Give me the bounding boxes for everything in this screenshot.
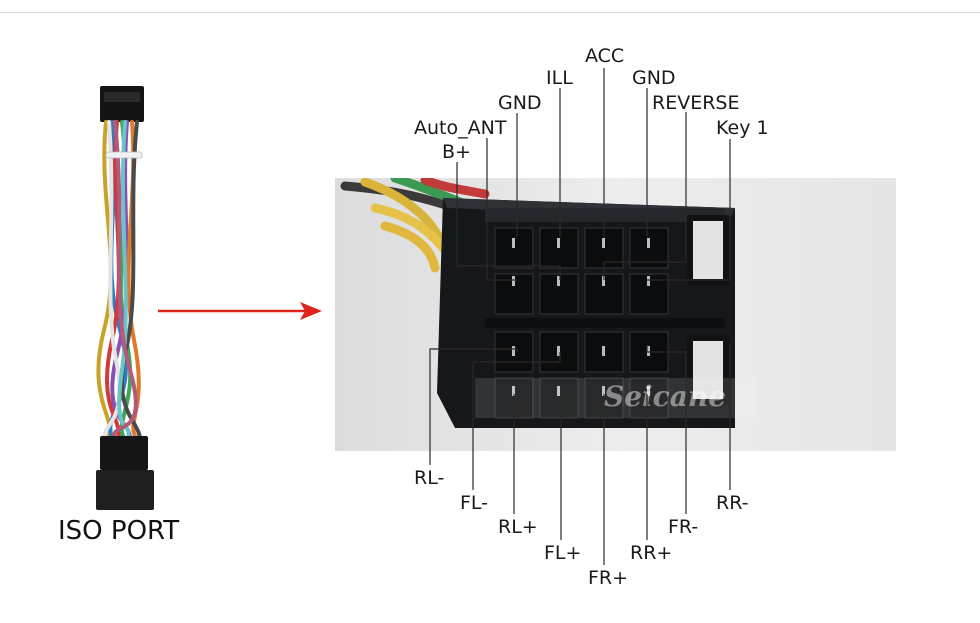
label-fl-plus: FL+	[544, 542, 582, 564]
label-gnd-right: GND	[632, 67, 676, 89]
harness-bottom-plug-lower	[96, 470, 154, 510]
label-rl-minus: RL-	[414, 467, 445, 489]
label-key1: Key 1	[716, 117, 769, 139]
label-rr-plus: RR+	[630, 542, 673, 564]
label-acc: ACC	[585, 45, 625, 67]
label-rr-minus: RR-	[716, 492, 749, 514]
leader-reverse	[603, 112, 687, 280]
label-auto-ant: Auto_ANT	[414, 117, 507, 139]
label-rl-plus: RL+	[498, 516, 538, 538]
label-fl-minus: FL-	[460, 492, 489, 514]
leader-fl-minus	[472, 352, 561, 490]
label-fr-plus: FR+	[588, 567, 629, 589]
metal-pins	[512, 238, 650, 396]
label-gnd-left: GND	[498, 92, 542, 114]
leader-b-plus	[456, 162, 561, 280]
top-divider	[0, 12, 980, 13]
label-b-plus: B+	[442, 141, 471, 163]
iso-port-caption: ISO PORT	[58, 516, 180, 546]
arrow-icon	[300, 302, 322, 320]
leader-key1	[647, 139, 731, 281]
harness-bottom-plug-upper	[100, 436, 148, 470]
label-ill: ILL	[546, 67, 573, 89]
leader-rl-minus	[429, 348, 518, 465]
harness-wires	[96, 120, 142, 440]
leader-auto-ant	[486, 138, 517, 281]
leader-fr-minus	[646, 345, 687, 514]
label-reverse: REVERSE	[652, 92, 740, 114]
zip-tie	[105, 151, 143, 159]
label-fr-minus: FR-	[668, 516, 699, 538]
iso-connector-photo: Seicane	[335, 178, 896, 451]
watermark-text: Seicane	[604, 380, 726, 413]
pin-cavities	[494, 227, 669, 419]
